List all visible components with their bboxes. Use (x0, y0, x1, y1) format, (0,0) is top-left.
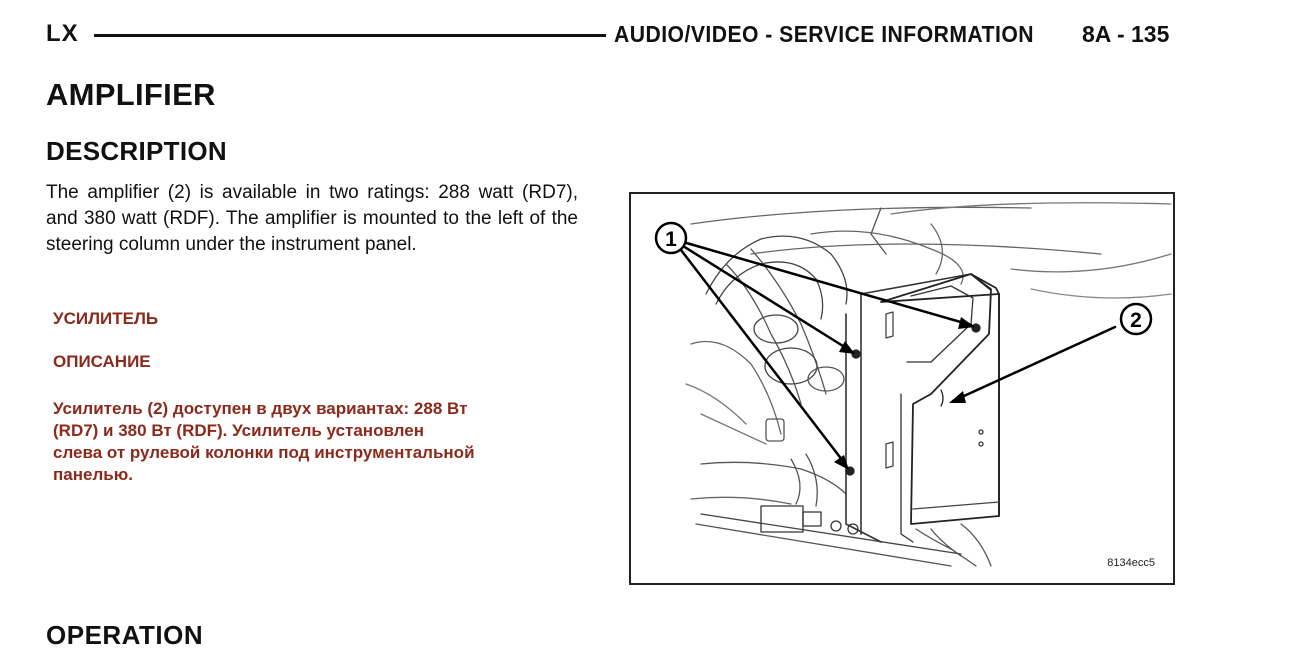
translation-line: (RD7) и 380 Вт (RDF). Усилитель установл… (53, 421, 424, 440)
amplifier-illustration: 1 2 8134ecc5 (629, 192, 1175, 585)
description-paragraph: The amplifier (2) is available in two ra… (46, 182, 578, 255)
translation-heading: УСИЛИТЕЛЬ (53, 309, 159, 328)
translation-line: Усилитель (2) доступен в двух вариантах:… (53, 399, 468, 418)
page-number: 8A - 135 (1082, 21, 1170, 47)
next-section-heading: OPERATION (46, 620, 204, 650)
figure-code: 8134ecc5 (1107, 557, 1155, 569)
subsection-heading: DESCRIPTION (46, 136, 227, 166)
translation-subheading: ОПИСАНИЕ (53, 352, 151, 371)
translation-line: слева от рулевой колонки под инструмента… (53, 443, 475, 462)
header-rule (94, 34, 606, 37)
illustration-drawing: 1 2 (654, 202, 1172, 567)
section-heading: AMPLIFIER (46, 77, 216, 112)
callout-1: 1 (665, 228, 677, 251)
translation-paragraph: Усилитель (2) доступен в двух вариантах:… (53, 398, 553, 486)
translation-line: панелью. (53, 465, 133, 484)
header-title: AUDIO/VIDEO - SERVICE INFORMATION (614, 21, 1034, 47)
callout-2: 2 (1130, 309, 1142, 332)
section-code: LX (46, 20, 79, 47)
